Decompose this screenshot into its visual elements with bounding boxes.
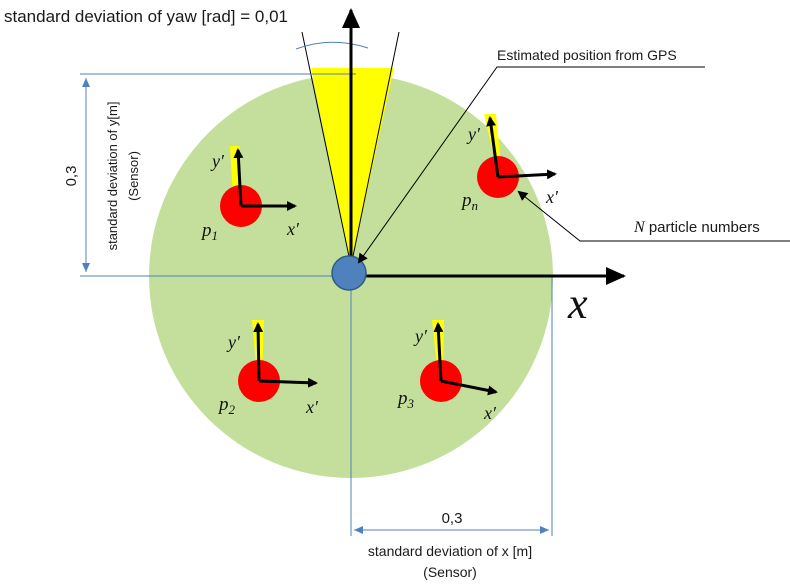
gps-position-marker (331, 255, 367, 291)
yaw-cone-right-edge (350, 31, 400, 267)
particle-p2-sub: 2 (229, 402, 236, 417)
particle-p2-y-axis (253, 322, 264, 382)
particle-p1-y-label: y′ (210, 151, 225, 171)
particle-pn-y-label: y′ (466, 124, 481, 144)
y-deviation-value: 0,3 (63, 166, 80, 187)
particle-count-label: N particle numbers (633, 219, 760, 236)
particle-pn-sub: n (472, 198, 479, 213)
particle-pn-name: p (460, 190, 472, 211)
particle-p1-y-axis (233, 148, 244, 207)
particle-p1-name: p (200, 220, 212, 241)
particles-callout-line (517, 190, 790, 242)
particle-count-text: particle numbers (645, 219, 760, 236)
x-deviation-value: 0,3 (442, 510, 463, 527)
particle-p2-name: p (217, 394, 229, 415)
particle-pn-x-axis (497, 169, 557, 180)
particle-p3-label: p3 (396, 388, 415, 411)
x-deviation-sensor: (Sensor) (423, 564, 477, 580)
yaw-arc (295, 41, 369, 50)
particle-p2-x-label: x′ (305, 397, 319, 417)
particle-p3-sub: 3 (407, 396, 415, 411)
y-deviation-label: standard deviation of y[m] (105, 102, 120, 251)
particle-p1-sub: 1 (212, 228, 219, 243)
y-deviation-sensor: (Sensor) (126, 151, 141, 201)
particle-p2 (238, 320, 318, 402)
particle-p1-x-label: x′ (286, 219, 300, 239)
particle-p3 (420, 320, 498, 402)
particle-pn-x-label: x′ (545, 187, 559, 207)
particle-count-variable: N (633, 219, 646, 236)
particle-pn (477, 114, 557, 198)
particle-p3-y-label: y′ (413, 326, 428, 346)
particle-pn-label: pn (460, 190, 478, 213)
particle-pn-y-axis (486, 116, 500, 178)
particle-p1-label: p1 (200, 220, 218, 243)
yaw-deviation-title: standard deviation of yaw [rad] = 0,01 (4, 7, 288, 26)
global-x-axis-label: x (567, 279, 588, 328)
particle-p3-y-axis (433, 322, 444, 382)
gps-callout-line (357, 66, 705, 264)
particle-p3-name: p (396, 388, 408, 409)
gps-position-label: Estimated position from GPS (497, 47, 677, 63)
particle-p2-label: p2 (217, 394, 236, 417)
particle-p3-x-axis (440, 379, 498, 396)
x-deviation-label: standard deviation of x [m] (368, 543, 532, 559)
particle-p1 (220, 146, 297, 227)
yaw-cone-left-edge (301, 31, 352, 267)
particle-p2-x-axis (258, 377, 318, 388)
particle-p2-y-label: y′ (226, 332, 241, 352)
particle-p3-x-label: x′ (483, 403, 497, 423)
